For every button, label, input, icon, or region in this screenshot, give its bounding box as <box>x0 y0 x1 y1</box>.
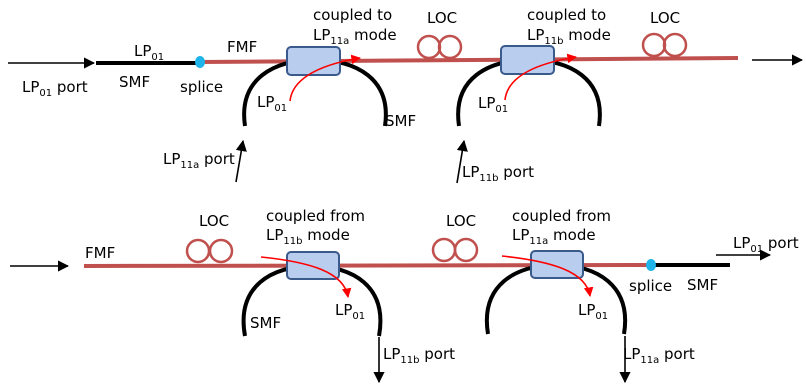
coupler-b-caption-line1: coupled to <box>527 6 606 24</box>
coupler-box-icon <box>500 45 555 75</box>
input-port-label: LP01 port <box>22 78 88 99</box>
loc-label-bottom-a: LOC <box>199 212 229 230</box>
splice-label-top: splice <box>180 78 223 96</box>
top-row: LP01 port LP01 SMF splice FMF coupled to… <box>8 6 804 184</box>
loc-label-bottom-b: LOC <box>446 212 476 230</box>
port-arrow-11a <box>235 139 247 183</box>
smf-label-bottom: SMF <box>687 276 718 294</box>
coupler-a-caption-line1: coupled to <box>313 6 392 24</box>
coupler-box-icon <box>530 250 584 279</box>
branch-mode-label-a: LP01 <box>257 93 287 114</box>
mode-arrow-b <box>504 53 577 101</box>
input-mode-label: LP01 <box>134 42 164 63</box>
branch-mode-label-d: LP01 <box>578 301 608 322</box>
coupler-a-caption-line2: LP11a mode <box>313 26 397 47</box>
smf-label-branch-c: SMF <box>250 314 281 332</box>
loop-coil-icon <box>431 237 479 263</box>
smf-label-branch-a: SMF <box>385 112 416 130</box>
splice-dot-icon <box>195 56 205 68</box>
coupler-b-caption-line2: LP11b mode <box>527 26 611 47</box>
mode-arrow-a <box>289 54 361 102</box>
bottom-row: FMF LOC coupled from LP11b mode SMF LP01… <box>10 207 799 384</box>
splice-label-bottom: splice <box>629 277 672 295</box>
port-label-bottom-11b: LP11b port <box>383 345 455 366</box>
coupler-c-caption-line2: LP11b mode <box>266 226 350 247</box>
branch-mode-label-c: LP01 <box>335 301 365 322</box>
coupler-d-caption-line2: LP11a mode <box>512 226 596 247</box>
smf-label-top: SMF <box>119 73 150 91</box>
fmf-label-bottom: FMF <box>85 244 115 262</box>
port-label-11b: LP11b port <box>462 163 534 184</box>
loop-coil-icon <box>641 32 688 58</box>
coupler-box-icon <box>286 46 341 76</box>
loop-coil-icon <box>185 238 234 264</box>
output-port-label: LP01 port <box>733 234 799 255</box>
mode-arrow-d <box>501 255 594 297</box>
coupler-d-caption-line1: coupled from <box>512 207 611 225</box>
port-label-bottom-11a: LP11a port <box>623 345 695 366</box>
loop-coil-icon <box>416 34 463 60</box>
splice-dot-icon <box>646 259 656 271</box>
fmf-line-top <box>199 56 739 64</box>
branch-mode-label-b: LP01 <box>478 94 508 115</box>
loc-label-top-a: LOC <box>427 9 457 27</box>
port-arrow-11b <box>456 139 468 184</box>
loc-label-top-b: LOC <box>650 9 680 27</box>
coupler-c-caption-line1: coupled from <box>266 207 365 225</box>
fmf-label-top: FMF <box>227 38 257 56</box>
port-label-11a: LP11a port <box>163 150 235 171</box>
mode-arrow-c <box>260 256 352 298</box>
